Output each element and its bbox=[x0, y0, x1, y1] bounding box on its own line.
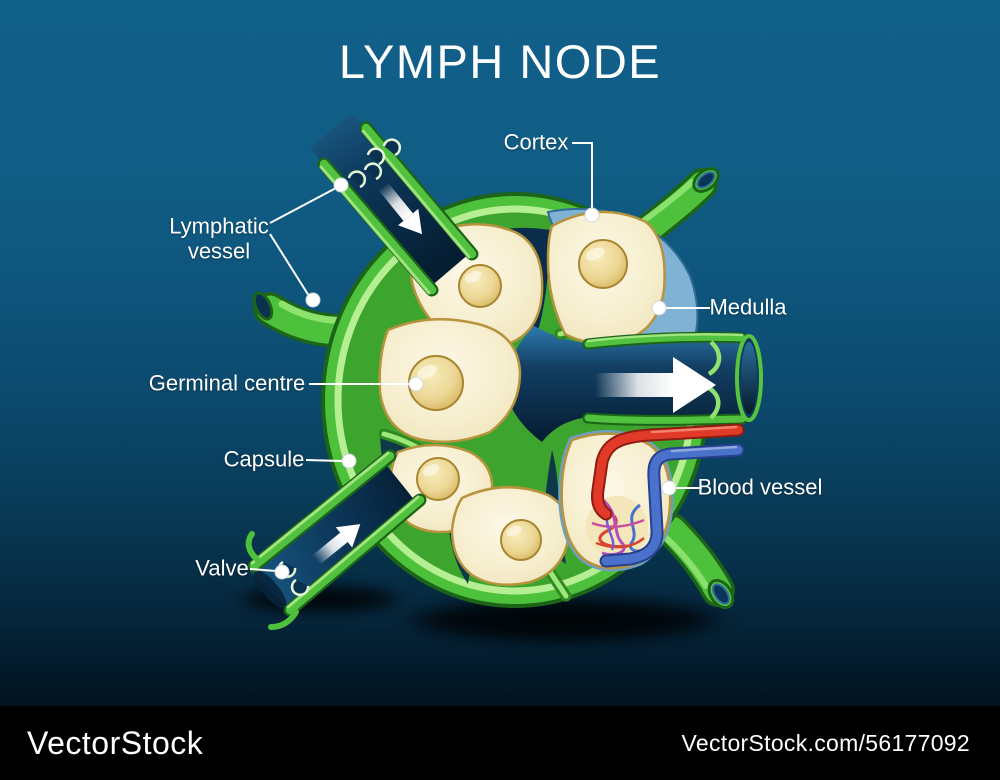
germinal-centre bbox=[578, 239, 628, 289]
germinal-centre bbox=[500, 519, 542, 561]
leader-lines bbox=[249, 142, 710, 580]
label-cortex: Cortex bbox=[503, 129, 569, 155]
leader-dot-cortex bbox=[584, 207, 600, 223]
leader-line-cortex bbox=[572, 142, 593, 211]
label-capsule: Capsule bbox=[223, 446, 305, 472]
artery bbox=[591, 423, 745, 521]
leader-dot-lymphatic-vessel-2 bbox=[305, 292, 321, 308]
leader-dot-medulla bbox=[651, 300, 667, 316]
afferent-lymphatic-vessel-bottom bbox=[245, 449, 427, 630]
efferent-valve-flaps bbox=[707, 340, 722, 420]
flow-arrow-afferent-top-icon bbox=[378, 182, 423, 235]
leader-line-lymphatic-vessel-1 bbox=[269, 187, 337, 224]
lymphatic-stub-bottom-right bbox=[655, 513, 735, 610]
germinal-centre bbox=[458, 264, 502, 308]
germinal-centre bbox=[408, 355, 464, 411]
leader-dot-lymphatic-vessel-1 bbox=[333, 177, 349, 193]
leader-dot-blood-vessel bbox=[661, 480, 677, 496]
flow-arrow-efferent-icon bbox=[595, 357, 716, 413]
label-valve: Valve bbox=[195, 555, 249, 581]
label-germinal-centre: Germinal centre bbox=[148, 370, 306, 396]
vein bbox=[599, 443, 745, 568]
blood-vessels bbox=[591, 423, 745, 568]
label-medulla: Medulla bbox=[709, 294, 787, 320]
leader-dot-germinal-centre bbox=[408, 376, 424, 392]
afferent-valve-flaps-top bbox=[347, 138, 402, 189]
watermark-bar: VectorStock VectorStock.com/56177092 bbox=[0, 706, 1000, 780]
label-lymphatic-vessel: Lymphatic vessel bbox=[169, 213, 269, 263]
lymphatic-stub-top-right bbox=[632, 167, 720, 246]
lymph-node-illustration bbox=[232, 113, 763, 645]
germinal-centre bbox=[416, 457, 460, 501]
flow-arrow-afferent-bottom-icon bbox=[312, 524, 361, 565]
leader-line-lymphatic-vessel-2 bbox=[269, 233, 310, 297]
germinal-centres bbox=[408, 239, 628, 561]
page-title: LYMPH NODE bbox=[338, 35, 662, 88]
label-blood-vessel: Blood vessel bbox=[697, 474, 823, 500]
leader-dot-valve bbox=[274, 564, 290, 580]
vectorstock-logo: VectorStock bbox=[27, 724, 204, 761]
efferent-lymphatic-vessel bbox=[582, 331, 763, 426]
leader-line-capsule bbox=[305, 459, 343, 462]
leader-dot-capsule bbox=[341, 453, 357, 469]
leader-line-valve bbox=[249, 568, 277, 572]
attribution-url: VectorStock.com/56177092 bbox=[681, 729, 970, 756]
